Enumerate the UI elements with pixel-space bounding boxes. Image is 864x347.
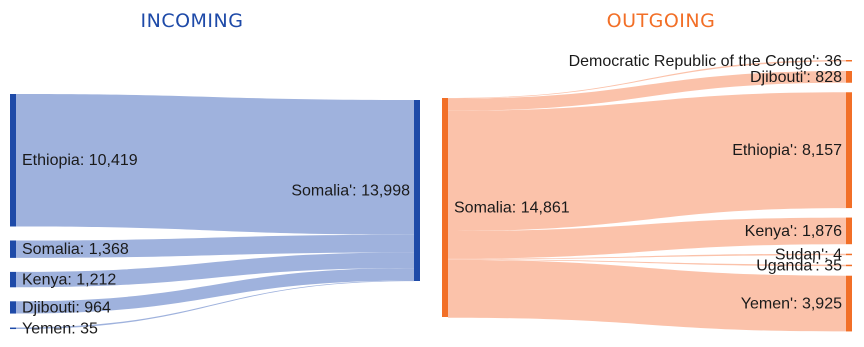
incoming-node-somalia: [10, 240, 16, 258]
outgoing-node-kenya: [846, 217, 852, 245]
outgoing-source-label: Somalia: 14,861: [454, 200, 570, 217]
incoming-label-somalia: Somalia: 1,368: [22, 241, 129, 258]
incoming-node-djibouti: [10, 301, 16, 314]
incoming-links: [16, 94, 414, 330]
outgoing-link-yemen: [448, 259, 846, 332]
incoming-link-kenya: [16, 252, 414, 288]
incoming-link-ethiopia: [16, 94, 414, 235]
outgoing-label-democratic-republic-of-the-congo: Democratic Republic of the Congo': 36: [569, 53, 843, 70]
incoming-link-yemen: [16, 280, 414, 330]
outgoing-node-democratic-republic-of-the-congo: [846, 60, 852, 62]
outgoing-label-djibouti: Djibouti': 828: [750, 69, 842, 86]
incoming-label-djibouti: Djibouti: 964: [22, 299, 111, 316]
outgoing-source-node-somalia: [442, 98, 448, 317]
outgoing-link-djibouti: [448, 71, 846, 111]
outgoing-heading: OUTGOING: [607, 10, 716, 32]
outgoing-link-democratic-republic-of-the-congo: [448, 60, 846, 99]
incoming-label-ethiopia: Ethiopia: 10,419: [22, 152, 138, 169]
outgoing-node-djibouti: [846, 71, 852, 83]
outgoing-node-ethiopia: [846, 92, 852, 209]
incoming-node-kenya: [10, 271, 16, 288]
incoming-link-somalia: [16, 234, 414, 258]
outgoing-node-yemen: [846, 275, 852, 332]
incoming-label-yemen: Yemen: 35: [22, 321, 98, 338]
sankey-nodes: [10, 60, 852, 332]
outgoing-link-sudan: [448, 253, 846, 260]
outgoing-link-uganda: [448, 259, 846, 267]
outgoing-label-ethiopia: Ethiopia': 8,157: [732, 142, 842, 159]
incoming-link-djibouti: [16, 268, 414, 314]
outgoing-node-sudan: [846, 253, 852, 256]
outgoing-node-uganda: [846, 264, 852, 267]
outgoing-label-sudan: Sudan': 4: [775, 247, 842, 264]
outgoing-label-kenya: Kenya': 1,876: [745, 223, 842, 240]
incoming-heading: INCOMING: [141, 10, 244, 32]
outgoing-label-uganda: Uganda': 35: [756, 258, 842, 275]
outgoing-link-kenya: [448, 217, 846, 259]
incoming-target-label: Somalia': 13,998: [291, 183, 410, 200]
outgoing-label-yemen: Yemen': 3,925: [741, 296, 842, 313]
incoming-node-yemen: [10, 327, 16, 330]
outgoing-links: [448, 60, 846, 332]
incoming-node-ethiopia: [10, 94, 16, 227]
incoming-label-kenya: Kenya: 1,212: [22, 272, 116, 289]
outgoing-link-ethiopia: [448, 92, 846, 232]
incoming-target-node-somalia: [414, 100, 420, 281]
